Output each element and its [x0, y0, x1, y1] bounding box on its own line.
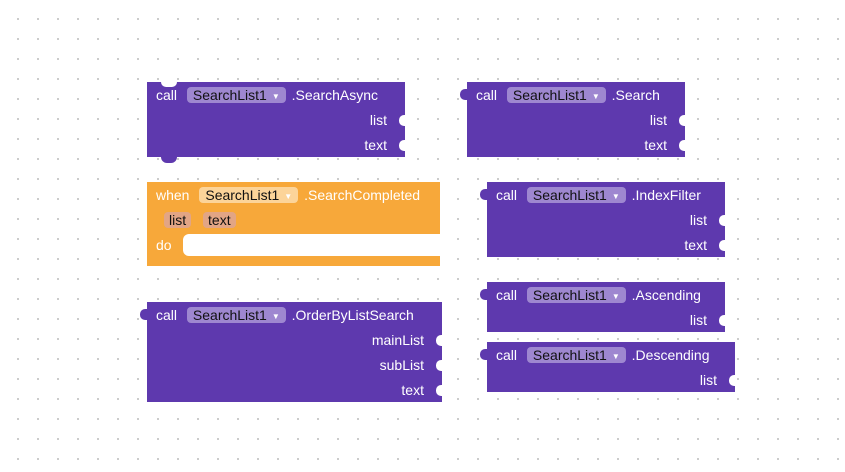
- param-label-text: text: [401, 382, 424, 398]
- block-top-notch: [161, 82, 177, 87]
- dropdown-arrow-icon: ▼: [271, 311, 280, 321]
- component-name: SearchList1: [192, 87, 267, 104]
- param-label-list: list: [649, 112, 667, 128]
- method-name: .Search: [611, 87, 660, 103]
- input-socket[interactable]: [719, 215, 726, 226]
- dropdown-arrow-icon: ▼: [284, 191, 293, 201]
- dropdown-arrow-icon: ▼: [611, 291, 620, 301]
- component-dropdown[interactable]: SearchList1 ▼: [186, 87, 286, 104]
- input-socket[interactable]: [399, 140, 406, 151]
- component-name: SearchList1: [532, 287, 607, 304]
- call-keyword: call: [496, 347, 518, 363]
- call-keyword: call: [496, 287, 518, 303]
- param-label-text: text: [644, 137, 667, 153]
- when-keyword: when: [156, 187, 190, 203]
- call-keyword: call: [476, 87, 498, 103]
- input-socket[interactable]: [719, 240, 726, 251]
- order-by-list-search-block[interactable]: call SearchList1 ▼ .OrderByListSearch mai…: [140, 302, 443, 402]
- call-keyword: call: [156, 307, 178, 323]
- event-param-text[interactable]: text: [203, 212, 236, 228]
- input-socket[interactable]: [436, 360, 443, 371]
- param-label-list: list: [689, 212, 707, 228]
- component-dropdown[interactable]: SearchList1 ▼: [526, 287, 626, 304]
- method-name: .IndexFilter: [631, 187, 701, 203]
- input-socket[interactable]: [679, 115, 686, 126]
- output-plug: [480, 189, 487, 200]
- event-name: .SearchCompleted: [304, 187, 421, 203]
- do-statement-slot[interactable]: [183, 234, 440, 256]
- output-plug: [480, 349, 487, 360]
- output-plug: [140, 309, 147, 320]
- output-plug: [460, 89, 467, 100]
- search-completed-event-block[interactable]: when SearchList1▼ .SearchCompleted list …: [147, 182, 440, 266]
- component-dropdown[interactable]: SearchList1 ▼: [526, 347, 626, 364]
- call-keyword: call: [156, 87, 178, 103]
- dropdown-arrow-icon: ▼: [611, 351, 620, 361]
- param-label-text: text: [684, 237, 707, 253]
- input-socket[interactable]: [436, 335, 443, 346]
- index-filter-block[interactable]: call SearchList1 ▼ .IndexFilter list text: [480, 182, 726, 257]
- component-name: SearchList1: [192, 307, 267, 324]
- search-async-block[interactable]: call SearchList1 ▼ .SearchAsync list text: [147, 82, 406, 163]
- input-socket[interactable]: [679, 140, 686, 151]
- dropdown-arrow-icon: ▼: [271, 91, 280, 101]
- search-block[interactable]: call SearchList1 ▼ .Search list text: [460, 82, 686, 157]
- event-param-list[interactable]: list: [164, 212, 192, 228]
- method-name: .Descending: [631, 347, 710, 363]
- component-name: SearchList1: [532, 347, 607, 364]
- method-name: .SearchAsync: [291, 87, 379, 103]
- component-dropdown[interactable]: SearchList1 ▼: [526, 187, 626, 204]
- do-keyword: do: [156, 237, 172, 253]
- dropdown-arrow-icon: ▼: [611, 191, 620, 201]
- component-dropdown[interactable]: SearchList1 ▼: [506, 87, 606, 104]
- input-socket[interactable]: [719, 315, 726, 326]
- call-keyword: call: [496, 187, 518, 203]
- param-label-mainlist: mainList: [371, 332, 424, 348]
- param-label-text: text: [364, 137, 387, 153]
- param-label-list: list: [689, 312, 707, 328]
- output-plug: [480, 289, 487, 300]
- param-label-sublist: subList: [379, 357, 424, 373]
- input-socket[interactable]: [729, 375, 736, 386]
- input-socket[interactable]: [436, 385, 443, 396]
- input-socket[interactable]: [399, 115, 406, 126]
- param-label-list: list: [699, 372, 717, 388]
- component-name: SearchList1: [532, 187, 607, 204]
- param-label-list: list: [369, 112, 387, 128]
- component-dropdown[interactable]: SearchList1 ▼: [186, 307, 286, 324]
- component-name: SearchList1: [512, 87, 587, 104]
- component-dropdown[interactable]: SearchList1 ▼: [199, 187, 299, 204]
- dropdown-arrow-icon: ▼: [591, 91, 600, 101]
- descending-block[interactable]: call SearchList1 ▼ .Descending list: [480, 342, 736, 392]
- method-name: .OrderByListSearch: [291, 307, 414, 323]
- block-bottom-notch: [161, 157, 177, 163]
- component-name: SearchList1: [205, 187, 280, 204]
- method-name: .Ascending: [631, 287, 701, 303]
- ascending-block[interactable]: call SearchList1 ▼ .Ascending list: [480, 282, 726, 332]
